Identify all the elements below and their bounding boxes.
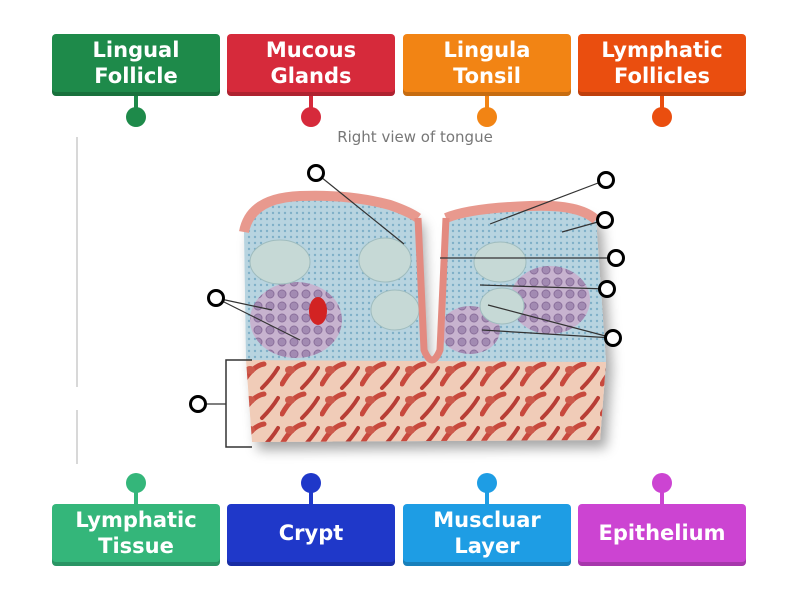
tile-connector	[660, 96, 664, 110]
label-tile-lymphatic-follicles[interactable]: Lymphatic Follicles	[578, 34, 746, 96]
label-tile-text: Lymphatic Follicles	[601, 38, 723, 88]
label-tile-crypt[interactable]: Crypt	[227, 504, 395, 566]
tile-anchor-dot	[652, 473, 672, 493]
label-tile-lingual-follicle[interactable]: Lingual Follicle	[52, 34, 220, 96]
label-tile-text: Lingula Tonsil	[443, 38, 531, 88]
tile-anchor-dot	[477, 473, 497, 493]
tile-connector	[660, 491, 664, 505]
label-tile-mucous-glands[interactable]: Mucous Glands	[227, 34, 395, 96]
tile-anchor-dot	[126, 473, 146, 493]
tile-connector	[134, 96, 138, 110]
tile-anchor-dot	[477, 107, 497, 127]
tile-connector	[485, 96, 489, 110]
tile-connector	[134, 491, 138, 505]
label-tile-text: Epithelium	[598, 521, 726, 545]
divider-line	[76, 410, 78, 464]
tile-anchor-dot	[126, 107, 146, 127]
tile-connector	[485, 491, 489, 505]
label-tile-text: Lingual Follicle	[92, 38, 180, 88]
label-tile-muscular-layer[interactable]: Muscluar Layer	[403, 504, 571, 566]
label-tile-text: Crypt	[278, 521, 344, 545]
tile-anchor-dot	[301, 473, 321, 493]
label-tile-text: Muscluar Layer	[433, 508, 541, 558]
label-tile-lymphatic-tissue[interactable]: Lymphatic Tissue	[52, 504, 220, 566]
label-tile-lingula-tonsil[interactable]: Lingula Tonsil	[403, 34, 571, 96]
divider-line	[76, 137, 78, 387]
tile-connector	[309, 96, 313, 110]
tile-anchor-dot	[652, 107, 672, 127]
tile-anchor-dot	[301, 107, 321, 127]
tile-connector	[309, 491, 313, 505]
label-tile-epithelium[interactable]: Epithelium	[578, 504, 746, 566]
label-tile-text: Lymphatic Tissue	[75, 508, 197, 558]
diagram-caption: Right view of tongue	[337, 128, 493, 146]
label-tile-text: Mucous Glands	[265, 38, 357, 88]
